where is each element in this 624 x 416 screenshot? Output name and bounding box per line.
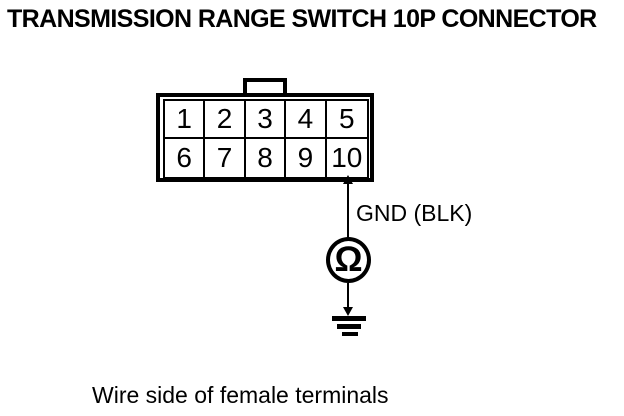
page-title: TRANSMISSION RANGE SWITCH 10P CONNECTOR [7,5,597,33]
pin-cell-2: 2 [205,101,246,139]
ohmmeter-icon: Ω [326,237,371,283]
probe-wire-upper [347,182,349,238]
wire-label: GND (BLK) [356,200,473,226]
pin-cell-6: 6 [165,139,206,177]
arrow-down-icon [343,307,353,316]
pin-cell-8: 8 [246,139,287,177]
pin-cell-5: 5 [326,101,367,139]
pin-cell-10: 10 [331,142,363,173]
ground-bar-middle [337,324,361,329]
omega-symbol: Ω [334,240,363,279]
ground-bar-bottom [342,332,358,336]
pin-cell-3: 3 [245,101,287,139]
pin-grid: 1 2 3 4 5 6 7 8 9 10 [163,99,369,179]
pin-cell-7: 7 [205,139,246,177]
ground-bar-top [332,316,366,321]
probe-wire-lower [347,283,349,310]
caption: Wire side of female terminals [92,382,389,408]
arrow-up-icon [343,175,353,184]
pin-cell-4: 4 [286,101,327,139]
pin-cell-9: 9 [286,139,327,177]
pin-cell-1: 1 [165,101,206,139]
